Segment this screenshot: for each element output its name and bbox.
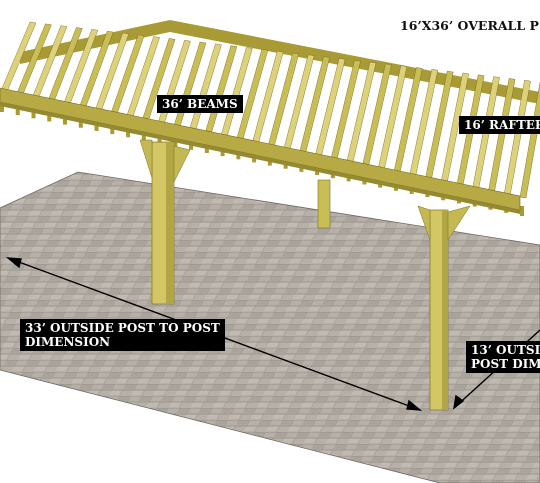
front-beam — [0, 87, 521, 214]
rafter — [204, 45, 238, 136]
label-rafters: 16’ RAFTER — [459, 116, 540, 134]
front-post-left — [139, 139, 191, 305]
rafter — [125, 36, 160, 120]
label-beams: 36’ BEAMS — [157, 95, 243, 113]
rafter-tail — [520, 206, 524, 216]
label-length-dimension: 33’ OUTSIDE POST TO POST DIMENSION — [20, 319, 225, 351]
rafter — [519, 81, 540, 199]
rafter-tail — [0, 102, 4, 112]
label-width-dimension: 13’ OUTSID POST DIM — [466, 341, 540, 373]
post — [317, 179, 331, 229]
rafter — [110, 34, 145, 117]
back-posts — [317, 179, 331, 229]
rafter — [46, 27, 83, 104]
rafter — [31, 25, 68, 101]
rafter — [220, 47, 253, 139]
patio-slab — [0, 171, 540, 483]
rafter-tail — [63, 114, 68, 125]
rafter-tail — [47, 111, 52, 122]
rafter-tail — [15, 105, 20, 116]
diagram-title: 16’X36’ OVERALL P — [400, 18, 539, 33]
front-post-right — [417, 205, 471, 411]
rafter — [188, 43, 222, 133]
rafter — [173, 41, 207, 129]
rafter-tail — [31, 108, 36, 119]
